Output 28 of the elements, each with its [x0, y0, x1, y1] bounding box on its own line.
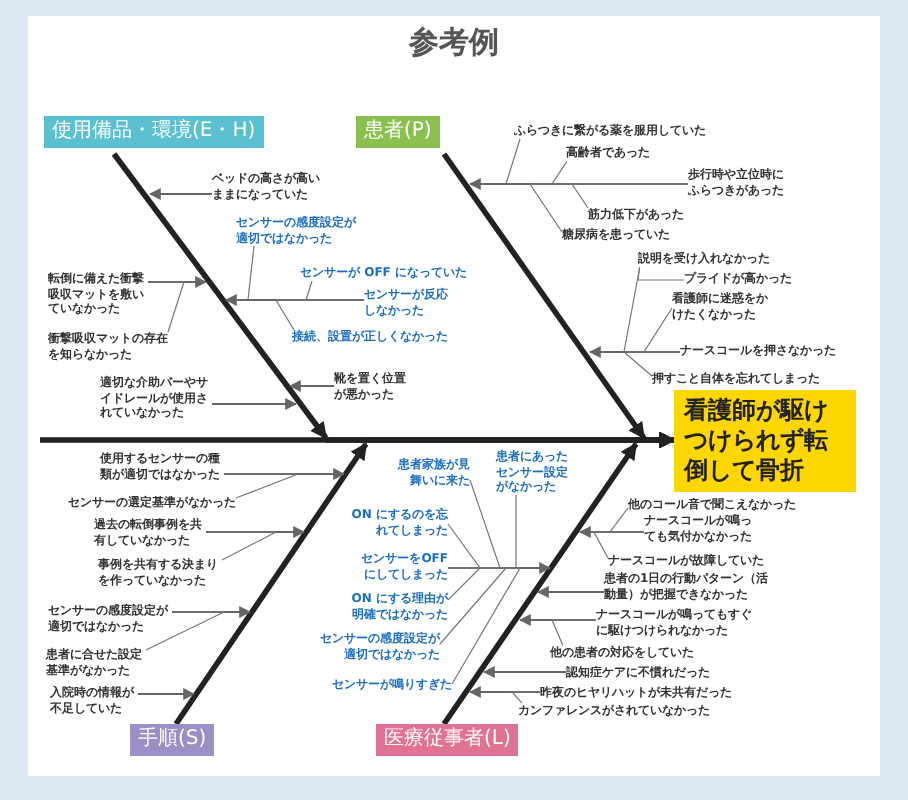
- arrow: [211, 398, 298, 410]
- category-box: 使用備品・環境(E・H): [44, 116, 264, 148]
- leader-line: [510, 691, 541, 704]
- leader-line: [637, 266, 685, 281]
- arrow: [137, 688, 196, 700]
- problem-box: 看護師が駆けつけられず転倒して骨折: [674, 390, 856, 492]
- leader-line: [147, 281, 185, 333]
- leader-line: [223, 473, 299, 499]
- arrow: [482, 666, 567, 678]
- arrow: [148, 188, 213, 200]
- arrow: [536, 586, 605, 598]
- leader-line: [593, 531, 645, 559]
- leader-line: [447, 567, 522, 685]
- category-box: 患者(P): [356, 116, 440, 148]
- leader-line: [439, 567, 508, 645]
- leader-line: [622, 351, 681, 377]
- page-title: 参考例: [409, 24, 499, 62]
- leader-line: [447, 567, 482, 601]
- category-box: 医療従事者(L): [376, 724, 519, 756]
- spine-arrow: [40, 431, 676, 449]
- arrow: [288, 380, 335, 392]
- leader-line: [145, 611, 225, 651]
- leader-line: [205, 531, 277, 561]
- leader-line: [447, 523, 482, 569]
- category-box: 手順(S): [130, 724, 215, 756]
- leader-line: [274, 299, 365, 331]
- leader-line: [528, 183, 689, 233]
- leader-line: [551, 619, 597, 646]
